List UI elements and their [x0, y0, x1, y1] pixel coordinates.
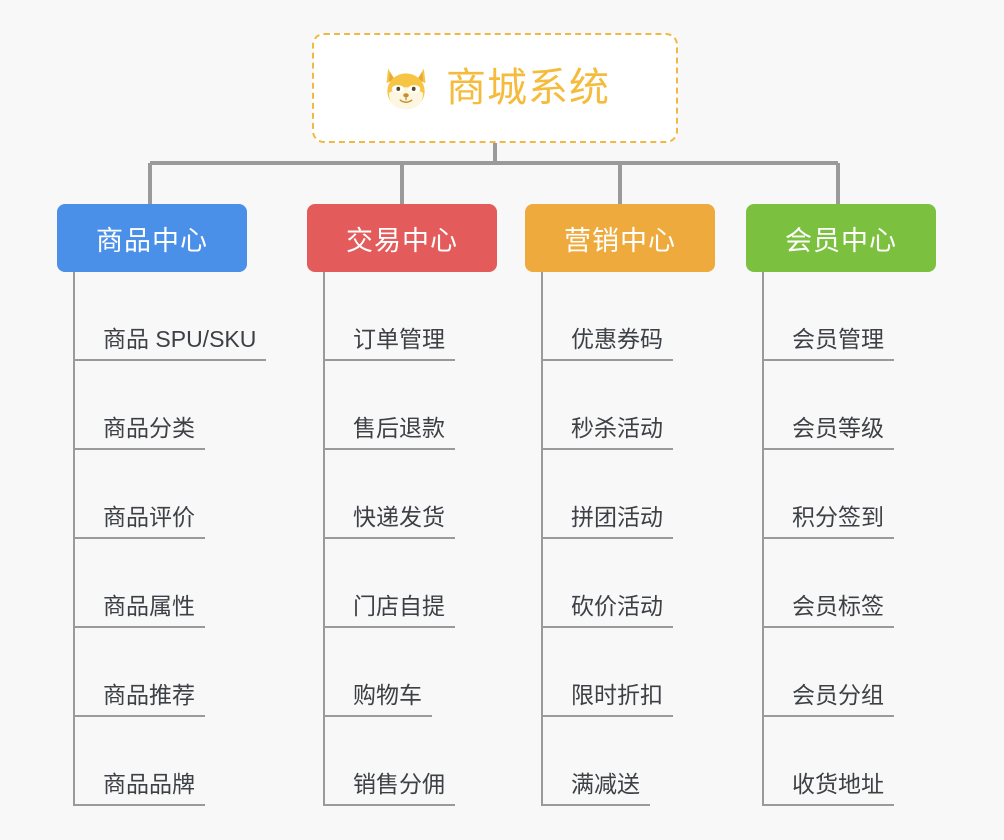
root-node-shop-system[interactable]: 商城系统 [312, 33, 678, 143]
leaf-label: 收货地址 [764, 771, 894, 806]
list-item[interactable]: 商品分类 [75, 361, 247, 450]
list-item[interactable]: 收货地址 [764, 717, 936, 806]
leaf-label: 订单管理 [325, 326, 455, 361]
leaf-label: 商品 SPU/SKU [75, 326, 267, 361]
list-item[interactable]: 会员标签 [764, 539, 936, 628]
leaf-label: 积分签到 [764, 504, 894, 539]
list-item[interactable]: 商品评价 [75, 450, 247, 539]
leaf-label: 限时折扣 [543, 682, 673, 717]
list-item[interactable]: 订单管理 [325, 272, 497, 361]
list-item[interactable]: 会员分组 [764, 628, 936, 717]
category-label: 交易中心 [346, 225, 458, 256]
list-item[interactable]: 优惠券码 [543, 272, 715, 361]
category-column-2: 交易中心 订单管理 售后退款 快递发货 门店自提 购物车 销售分佣 [307, 204, 497, 806]
leaf-label: 门店自提 [325, 593, 455, 628]
leaf-list-4: 会员管理 会员等级 积分签到 会员标签 会员分组 收货地址 [762, 272, 936, 806]
list-item[interactable]: 砍价活动 [543, 539, 715, 628]
leaf-list-2: 订单管理 售后退款 快递发货 门店自提 购物车 销售分佣 [323, 272, 497, 806]
category-box-product-center[interactable]: 商品中心 [57, 204, 247, 272]
list-item[interactable]: 快递发货 [325, 450, 497, 539]
category-column-4: 会员中心 会员管理 会员等级 积分签到 会员标签 会员分组 收货地址 [746, 204, 936, 806]
list-item[interactable]: 拼团活动 [543, 450, 715, 539]
leaf-label: 优惠券码 [543, 326, 673, 361]
list-item[interactable]: 售后退款 [325, 361, 497, 450]
leaf-label: 商品分类 [75, 415, 205, 450]
leaf-label: 商品推荐 [75, 682, 205, 717]
leaf-label: 商品品牌 [75, 771, 205, 806]
list-item[interactable]: 购物车 [325, 628, 497, 717]
list-item[interactable]: 销售分佣 [325, 717, 497, 806]
leaf-label: 销售分佣 [325, 771, 455, 806]
list-item[interactable]: 秒杀活动 [543, 361, 715, 450]
leaf-list-3: 优惠券码 秒杀活动 拼团活动 砍价活动 限时折扣 满减送 [541, 272, 715, 806]
leaf-label: 拼团活动 [543, 504, 673, 539]
leaf-label: 会员分组 [764, 682, 894, 717]
leaf-label: 购物车 [325, 682, 432, 717]
leaf-label: 会员等级 [764, 415, 894, 450]
list-item[interactable]: 商品 SPU/SKU [75, 272, 267, 361]
list-item[interactable]: 积分签到 [764, 450, 936, 539]
list-item[interactable]: 门店自提 [325, 539, 497, 628]
root-title: 商城系统 [446, 66, 610, 110]
leaf-label: 会员管理 [764, 326, 894, 361]
category-box-trade-center[interactable]: 交易中心 [307, 204, 497, 272]
list-item[interactable]: 会员等级 [764, 361, 936, 450]
shiba-dog-face-icon [386, 68, 426, 110]
category-box-marketing-center[interactable]: 营销中心 [525, 204, 715, 272]
leaf-label: 秒杀活动 [543, 415, 673, 450]
category-label: 商品中心 [96, 225, 208, 256]
category-column-3: 营销中心 优惠券码 秒杀活动 拼团活动 砍价活动 限时折扣 满减送 [525, 204, 715, 806]
list-item[interactable]: 满减送 [543, 717, 715, 806]
category-box-member-center[interactable]: 会员中心 [746, 204, 936, 272]
category-label: 营销中心 [564, 225, 676, 256]
list-item[interactable]: 商品属性 [75, 539, 247, 628]
leaf-label: 商品属性 [75, 593, 205, 628]
list-item[interactable]: 会员管理 [764, 272, 936, 361]
leaf-label: 砍价活动 [543, 593, 673, 628]
category-label: 会员中心 [785, 225, 897, 256]
list-item[interactable]: 商品品牌 [75, 717, 247, 806]
leaf-label: 售后退款 [325, 415, 455, 450]
leaf-label: 会员标签 [764, 593, 894, 628]
leaf-label: 快递发货 [325, 504, 455, 539]
category-column-1: 商品中心 商品 SPU/SKU 商品分类 商品评价 商品属性 商品推荐 商品品牌 [57, 204, 267, 806]
leaf-label: 满减送 [543, 771, 650, 806]
leaf-list-1: 商品 SPU/SKU 商品分类 商品评价 商品属性 商品推荐 商品品牌 [73, 272, 267, 806]
leaf-label: 商品评价 [75, 504, 205, 539]
list-item[interactable]: 限时折扣 [543, 628, 715, 717]
list-item[interactable]: 商品推荐 [75, 628, 247, 717]
